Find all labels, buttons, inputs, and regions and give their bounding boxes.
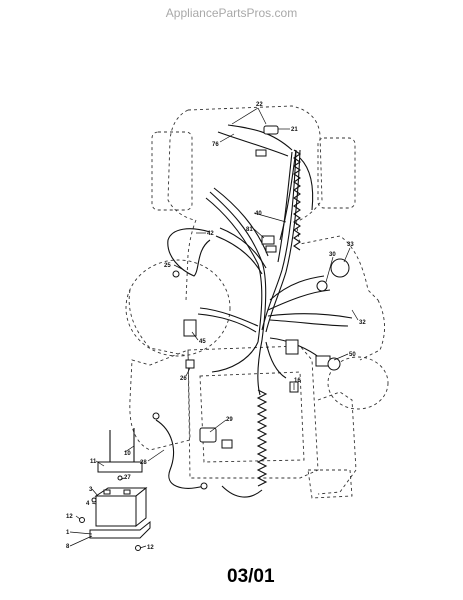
callout-1: 1 bbox=[66, 530, 70, 536]
callout-11: 11 bbox=[90, 459, 97, 465]
tractor-outline bbox=[125, 105, 389, 499]
callout-21: 21 bbox=[291, 127, 298, 133]
callout-26: 26 bbox=[180, 376, 187, 382]
leader-lines bbox=[69, 107, 359, 549]
callout-30: 30 bbox=[329, 252, 336, 258]
callout-28: 28 bbox=[140, 460, 147, 466]
components bbox=[152, 125, 350, 490]
callout-81: 81 bbox=[246, 227, 253, 233]
callout-16: 16 bbox=[294, 378, 301, 384]
date-code: 03/01 bbox=[227, 566, 275, 587]
watermark-text: AppliancePartsPros.com bbox=[165, 6, 298, 20]
callout-labels: 22 76 21 40 81 42 33 30 25 32 45 50 26 1… bbox=[66, 102, 366, 551]
callout-10: 10 bbox=[124, 451, 131, 457]
main-harness bbox=[167, 124, 353, 498]
callout-3: 3 bbox=[89, 487, 93, 493]
callout-25: 25 bbox=[164, 263, 171, 269]
callout-22: 22 bbox=[256, 102, 263, 108]
callout-33: 33 bbox=[347, 242, 354, 248]
callout-27: 27 bbox=[124, 475, 131, 481]
battery-assembly bbox=[79, 428, 151, 551]
callout-32: 32 bbox=[359, 320, 366, 326]
callout-50: 50 bbox=[349, 352, 356, 358]
callout-4: 4 bbox=[86, 501, 90, 507]
callout-12-right: 12 bbox=[147, 545, 154, 551]
callout-40: 40 bbox=[255, 211, 262, 217]
callout-42: 42 bbox=[207, 231, 214, 237]
callout-76: 76 bbox=[212, 142, 219, 148]
callout-12-left: 12 bbox=[66, 514, 73, 520]
callout-29: 29 bbox=[226, 417, 233, 423]
callout-45: 45 bbox=[199, 339, 206, 345]
callout-8: 8 bbox=[66, 544, 70, 550]
battery-cable bbox=[155, 419, 205, 489]
